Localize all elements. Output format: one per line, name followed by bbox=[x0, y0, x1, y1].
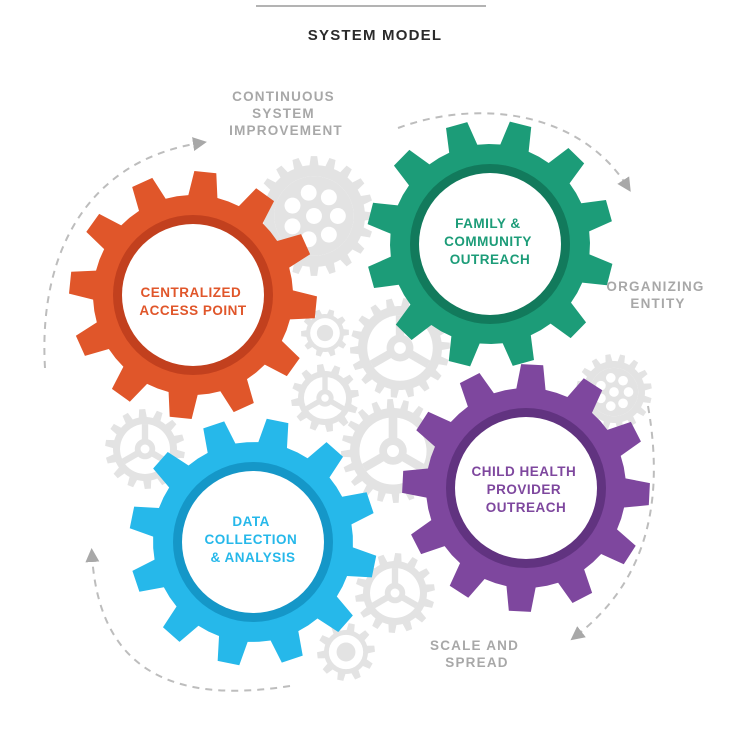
gear-family-line-3: OUTREACH bbox=[450, 252, 531, 267]
gear-family-line-1: FAMILY & bbox=[455, 216, 521, 231]
gray-gear-right-hole bbox=[618, 398, 628, 409]
gray-gear-bottom-small bbox=[317, 623, 375, 681]
continuous-line-3: IMPROVEMENT bbox=[229, 123, 343, 138]
main-gears bbox=[69, 121, 650, 666]
gear-family-label: FAMILY & COMMUNITY OUTREACH bbox=[444, 216, 536, 267]
cycle-arrows bbox=[43, 112, 655, 692]
gear-centralized-label: CENTRALIZED ACCESS POINT bbox=[139, 285, 247, 318]
arrow-bottom-left bbox=[85, 548, 291, 692]
gray-gear-bottom bbox=[355, 553, 435, 633]
gear-data-label: DATA COLLECTION & ANALYSIS bbox=[204, 514, 301, 565]
gray-gear-right-hole bbox=[605, 401, 616, 411]
gray-gear-bottom-small-hub bbox=[336, 642, 356, 662]
gray-gear-right-hole bbox=[623, 387, 634, 397]
gear-family-center bbox=[419, 173, 561, 315]
gear-data-line-1: DATA bbox=[232, 514, 269, 529]
gray-gear-right-hole bbox=[605, 373, 616, 383]
scale-spread-label: SCALE AND SPREAD bbox=[430, 638, 524, 670]
gear-data-line-3: & ANALYSIS bbox=[210, 550, 295, 565]
gear-child-line-2: PROVIDER bbox=[487, 482, 562, 497]
scale-line-1: SCALE AND bbox=[430, 638, 519, 653]
organizing-entity-label: ORGANIZING ENTITY bbox=[606, 279, 709, 311]
gray-gear-top-hole bbox=[284, 197, 301, 214]
gear-data-line-2: COLLECTION bbox=[204, 532, 297, 547]
gray-gear-top-hole bbox=[284, 218, 301, 235]
gear-centralized bbox=[69, 171, 317, 419]
continuous-line-2: SYSTEM bbox=[252, 106, 315, 121]
gray-gear-small-2 bbox=[291, 364, 359, 432]
gear-data-center bbox=[182, 471, 324, 613]
gear-centralized-line-1: CENTRALIZED bbox=[140, 285, 241, 300]
gear-family bbox=[367, 121, 613, 367]
gray-gear-mid-axle bbox=[394, 342, 406, 354]
gray-gear-bottom-axle bbox=[390, 588, 400, 598]
gear-centralized-line-2: ACCESS POINT bbox=[139, 303, 247, 318]
gear-child-label: CHILD HEALTH PROVIDER OUTREACH bbox=[471, 464, 580, 515]
gray-gear-small-1-hub bbox=[316, 324, 334, 342]
gear-data bbox=[129, 418, 377, 666]
arrow-top-right bbox=[397, 112, 631, 192]
gray-gear-top-hole bbox=[329, 208, 346, 224]
gray-gear-top-hole bbox=[320, 226, 337, 243]
arrow-bottom-right bbox=[570, 405, 655, 641]
gray-gear-right bbox=[576, 354, 652, 430]
organizing-line-1: ORGANIZING bbox=[606, 279, 704, 294]
gray-gear-left-axle bbox=[140, 444, 150, 454]
continuous-improvement-label: CONTINUOUS SYSTEM IMPROVEMENT bbox=[229, 89, 343, 138]
gray-gear-small-1 bbox=[301, 309, 349, 357]
gear-child bbox=[402, 364, 650, 612]
arrow-top-left bbox=[43, 137, 207, 369]
gray-gear-right-hole bbox=[618, 375, 628, 386]
gray-gear-center-axle bbox=[386, 444, 400, 458]
gear-family-line-2: COMMUNITY bbox=[444, 234, 532, 249]
scale-line-2: SPREAD bbox=[445, 655, 508, 670]
gray-gear-right-center-hole bbox=[609, 387, 619, 397]
gear-child-line-3: OUTREACH bbox=[486, 500, 567, 515]
gear-centralized-center bbox=[122, 224, 264, 366]
background-gears bbox=[105, 156, 652, 681]
gear-child-line-1: CHILD HEALTH bbox=[471, 464, 576, 479]
gray-gear-top-center-hole bbox=[306, 208, 322, 224]
gear-child-center bbox=[455, 417, 597, 559]
organizing-line-2: ENTITY bbox=[630, 296, 685, 311]
page-title: SYSTEM MODEL bbox=[308, 27, 442, 44]
continuous-line-1: CONTINUOUS bbox=[232, 89, 335, 104]
gray-gear-top-hole bbox=[320, 189, 337, 206]
gray-gear-top-hole bbox=[300, 184, 317, 201]
gray-gear-small-2-axle bbox=[321, 394, 329, 402]
